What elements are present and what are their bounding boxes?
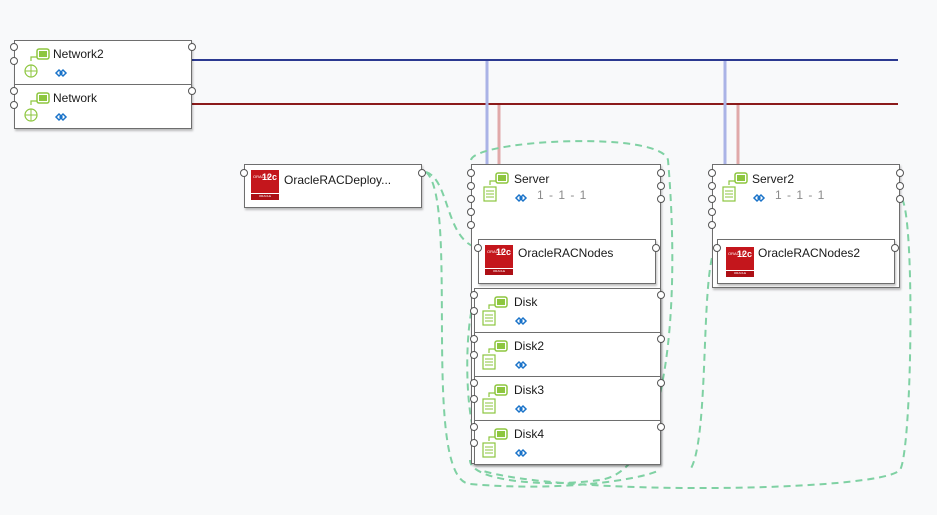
network-icon (23, 91, 53, 123)
disk3-port-left-1[interactable] (470, 379, 478, 387)
oracle-rac-nodes-label: OracleRACNodes (518, 246, 614, 260)
oracle-rac-nodes-port-left[interactable] (474, 244, 482, 252)
server2-port-left-3[interactable] (708, 195, 716, 203)
oracle-rac-nodes2-node[interactable]: ORACLE 12c ORACLE OracleRACNodes2 (713, 239, 899, 284)
server-port-left-4[interactable] (467, 208, 475, 216)
disk3-label: Disk3 (514, 383, 545, 397)
disk-icon (481, 383, 511, 415)
network2-port-right[interactable] (188, 43, 196, 51)
server2-port-right-1[interactable] (896, 169, 904, 177)
dependency-deploy-to-racnodes[interactable] (425, 171, 479, 249)
oracle-footer-text: ORACLE (485, 268, 513, 275)
disk2-port-left-2[interactable] (470, 351, 478, 359)
oracle-footer-text: ORACLE (251, 193, 279, 200)
server-port-right-1[interactable] (657, 169, 665, 177)
disk-port-left-1[interactable] (470, 291, 478, 299)
server2-port-left-2[interactable] (708, 182, 716, 190)
server-port-right-2[interactable] (657, 182, 665, 190)
oracle-version-text: 12c (736, 249, 752, 259)
network-node[interactable]: Network (10, 84, 196, 129)
disk4-port-right[interactable] (657, 423, 665, 431)
server2-port-right-2[interactable] (896, 182, 904, 190)
dependency-racnodes2-to-server[interactable] (689, 246, 717, 471)
server-icon (721, 171, 751, 203)
link-icon (752, 190, 766, 208)
disk-icon (481, 427, 511, 459)
link-icon (514, 445, 528, 463)
server2-label: Server2 (752, 172, 795, 186)
oracle-logo-text: ORACLE (253, 174, 270, 179)
disk3-port-right[interactable] (657, 379, 665, 387)
server-port-right-3[interactable] (657, 195, 665, 203)
network2-port-left-bottom[interactable] (10, 57, 18, 65)
oracle-rac-nodes2-port-right[interactable] (891, 244, 899, 252)
disk2-port-left-1[interactable] (470, 335, 478, 343)
oracle-version-text: 12c (495, 247, 511, 257)
disk-icon (481, 339, 511, 371)
disk4-node[interactable]: Disk4 (470, 420, 665, 465)
server2-port-right-3[interactable] (896, 195, 904, 203)
oracle-12c-icon: ORACLE 12c ORACLE (485, 245, 513, 275)
network2-node[interactable]: Network2 (10, 40, 196, 85)
disk4-port-left-1[interactable] (470, 423, 478, 431)
server-label: Server (514, 172, 550, 186)
disk-node[interactable]: Disk (470, 288, 665, 333)
network-port-left-top[interactable] (10, 87, 18, 95)
network2-label: Network2 (53, 47, 104, 61)
oracle-rac-nodes2-port-left[interactable] (713, 244, 721, 252)
oracle-12c-icon: ORACLE 12c ORACLE (726, 247, 754, 277)
disk-port-right[interactable] (657, 291, 665, 299)
disk2-port-right[interactable] (657, 335, 665, 343)
disk-icon (481, 295, 511, 327)
oracle-logo-text: ORACLE (487, 249, 504, 254)
server-port-left-3[interactable] (467, 195, 475, 203)
link-icon (54, 65, 68, 83)
disk2-label: Disk2 (514, 339, 545, 353)
disk4-port-left-2[interactable] (470, 439, 478, 447)
oracle-rac-nodes2-label: OracleRACNodes2 (758, 246, 861, 260)
oracle-logo-text: ORACLE (728, 251, 745, 256)
disk-label: Disk (514, 295, 538, 309)
disk3-node[interactable]: Disk3 (470, 376, 665, 421)
disk4-label: Disk4 (514, 427, 545, 441)
oracle-rac-deploy-port-right[interactable] (418, 169, 426, 177)
oracle-12c-icon: ORACLE 12c ORACLE (251, 170, 279, 200)
server2-port-left-5[interactable] (708, 221, 716, 229)
server-port-left-1[interactable] (467, 169, 475, 177)
network-label: Network (53, 91, 98, 105)
network-port-right[interactable] (188, 87, 196, 95)
link-icon (514, 190, 528, 208)
server2-instance-count: 1 - 1 - 1 (775, 188, 826, 202)
disk2-node[interactable]: Disk2 (470, 332, 665, 377)
link-icon (514, 401, 528, 419)
disk3-port-left-2[interactable] (470, 395, 478, 403)
link-icon (514, 357, 528, 375)
link-icon (514, 313, 528, 331)
oracle-footer-text: ORACLE (726, 270, 754, 277)
server2-port-left-1[interactable] (708, 169, 716, 177)
dependency-server-loop[interactable] (469, 140, 674, 485)
server2-port-left-4[interactable] (708, 208, 716, 216)
oracle-rac-nodes-port-right[interactable] (652, 244, 660, 252)
server-instance-count: 1 - 1 - 1 (537, 188, 588, 202)
oracle-version-text: 12c (261, 172, 277, 182)
disk-port-left-2[interactable] (470, 307, 478, 315)
network-port-left-bottom[interactable] (10, 101, 18, 109)
server-port-left-2[interactable] (467, 182, 475, 190)
oracle-rac-deploy-label: OracleRACDeploy... (284, 173, 392, 187)
server-icon (482, 171, 512, 203)
oracle-rac-deploy-port-left[interactable] (240, 169, 248, 177)
link-icon (54, 109, 68, 127)
oracle-rac-nodes-node[interactable]: ORACLE 12c ORACLE OracleRACNodes (474, 239, 660, 284)
server-port-left-5[interactable] (467, 221, 475, 229)
network-icon (23, 47, 53, 79)
dependency-server2-loop[interactable] (479, 198, 912, 490)
network2-port-left-top[interactable] (10, 43, 18, 51)
oracle-rac-deploy-node[interactable]: ORACLE 12c ORACLE OracleRACDeploy... (240, 164, 426, 208)
